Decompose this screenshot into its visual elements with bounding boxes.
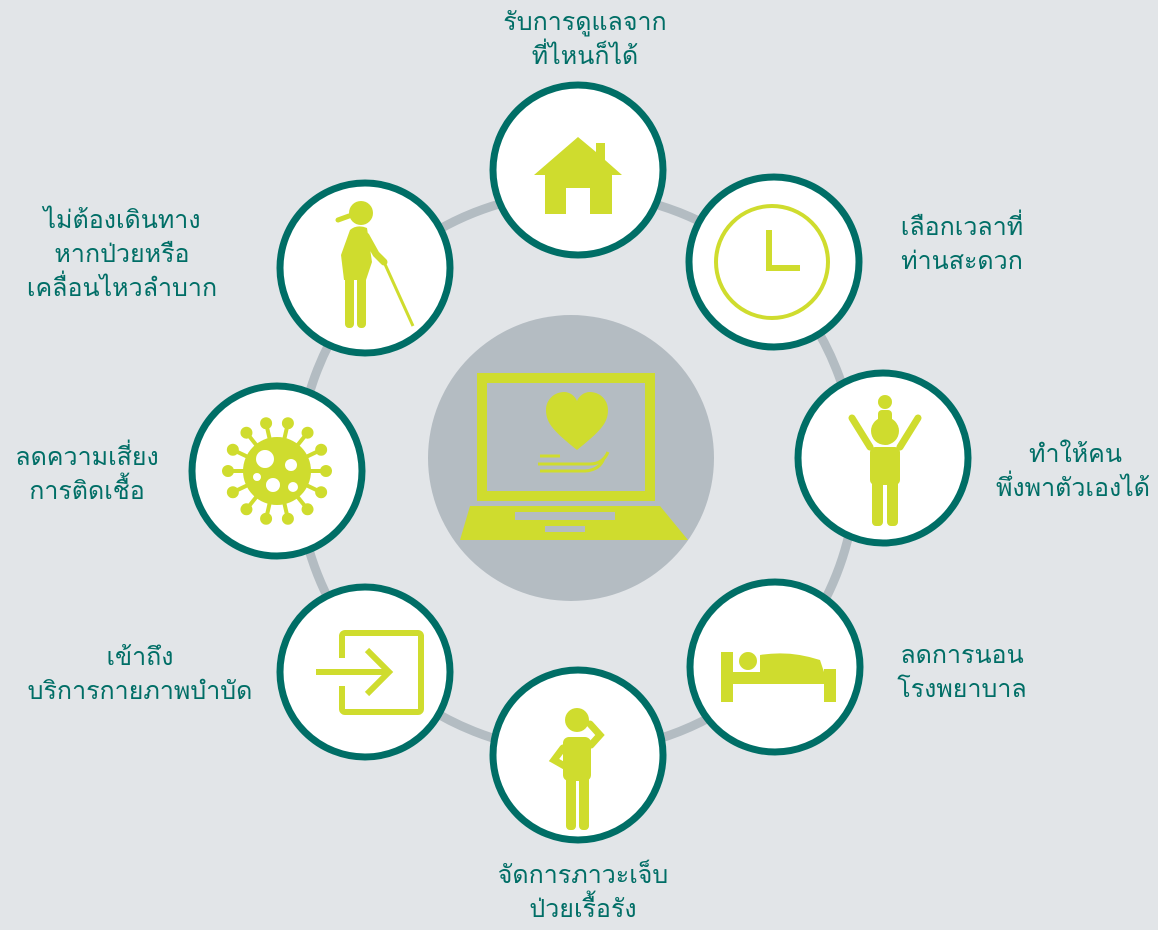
label-line: เข้าถึง (106, 642, 174, 671)
label-line: ทำให้คน (1028, 439, 1122, 468)
virus-spike-tip (315, 486, 328, 499)
label-independence: ทำให้คน พึ่งพาตัวเองได้ (996, 437, 1150, 505)
center-disc (428, 315, 714, 601)
label-line: ลดความเสี่ยง (15, 442, 159, 471)
clock-icon (714, 204, 830, 320)
label-line: ลดการนอน (900, 640, 1024, 669)
parent-child-icon (848, 395, 922, 526)
virus-spike-tip (301, 426, 314, 439)
label-line: เลือกเวลาที่ (900, 212, 1024, 241)
virus-spike-tip (226, 443, 239, 456)
person-thinking-icon (548, 708, 605, 830)
virus-spike-tip (260, 417, 273, 430)
label-line: ป่วยเรื้อรัง (529, 894, 637, 923)
virus-spike-tip (240, 426, 253, 439)
label-hospital: ลดการนอน โรงพยาบาล (897, 638, 1026, 706)
virus-spot (253, 473, 261, 481)
virus-spike-tip (226, 486, 239, 499)
enter-arrow-icon (316, 630, 424, 715)
label-line: รับการดูแลจาก (503, 7, 667, 36)
label-physio: เข้าถึง บริการกายภาพบำบัด (28, 640, 253, 708)
virus-spike-tip (281, 417, 294, 430)
item-circle-time (685, 173, 863, 351)
label-line: หากป่วยหรือ (54, 239, 190, 268)
virus-spot (285, 459, 297, 471)
label-home: รับการดูแลจาก ที่ไหนก็ได้ (503, 5, 666, 73)
virus-icon (222, 417, 332, 525)
label-line: เคลื่อนไหวลำบาก (26, 273, 218, 302)
label-time: เลือกเวลาที่ ท่านสะดวก (901, 210, 1023, 278)
label-line: ไม่ต้องเดินทาง (43, 205, 201, 234)
elderly-cane-icon (335, 201, 415, 328)
label-line: การติดเชื้อ (29, 476, 145, 505)
virus-body (243, 437, 311, 505)
virus-spike-tip (222, 465, 234, 477)
virus-spot (288, 482, 298, 492)
virus-spike-tip (301, 503, 314, 516)
label-line: จัดการภาวะเจ็บ (497, 860, 669, 889)
virus-spot (256, 450, 274, 468)
label-chronic: จัดการภาวะเจ็บ ป่วยเรื้อรัง (498, 858, 669, 926)
bed-icon (721, 652, 836, 702)
label-line: พึ่งพาตัวเองได้ (995, 473, 1150, 502)
virus-spike-tip (240, 503, 253, 516)
label-line: บริการกายภาพบำบัด (27, 676, 253, 705)
house-icon (534, 137, 622, 214)
laptop-heart-hand-icon (460, 373, 688, 540)
virus-spike-tip (320, 465, 332, 477)
virus-spike-tip (260, 512, 273, 525)
virus-spike-tip (315, 443, 328, 456)
label-line: โรงพยาบาล (897, 674, 1027, 703)
virus-spot (266, 478, 280, 492)
label-travel: ไม่ต้องเดินทาง หากป่วยหรือ เคลื่อนไหวลำบ… (27, 203, 217, 305)
label-line: ท่านสะดวก (901, 246, 1023, 275)
label-line: ที่ไหนก็ได้ (531, 41, 639, 70)
virus-spike-tip (281, 512, 294, 525)
label-infection: ลดความเสี่ยง การติดเชื้อ (15, 440, 159, 508)
